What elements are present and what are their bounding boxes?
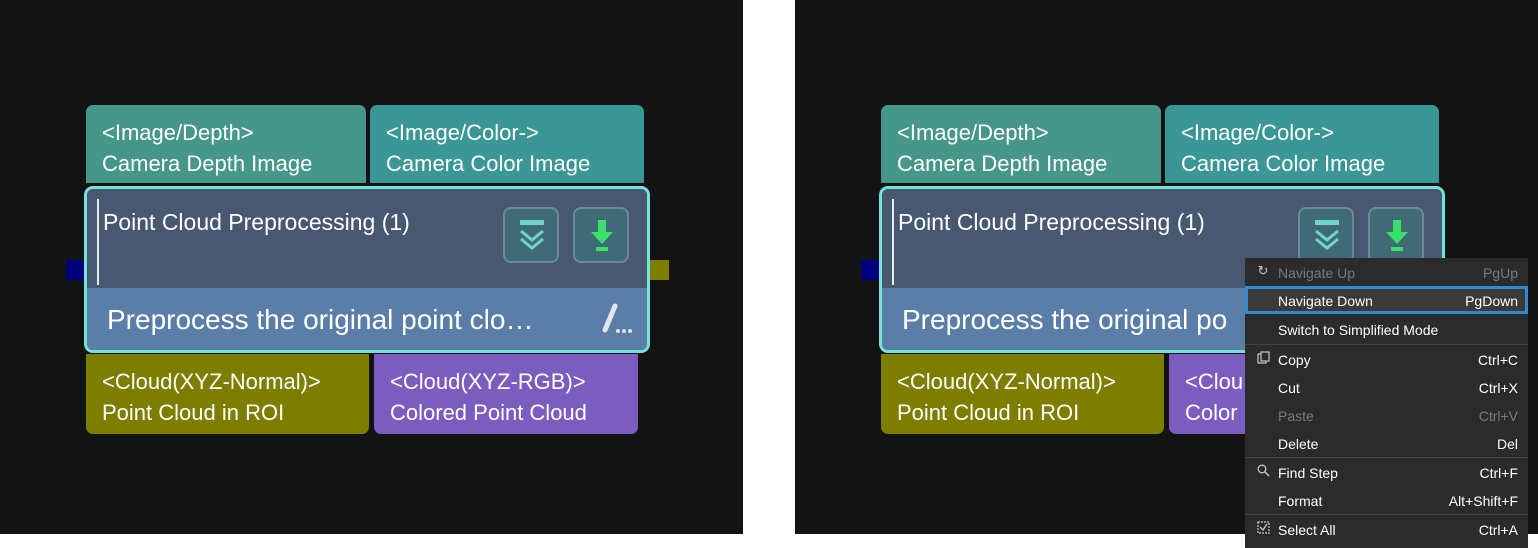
node-header: Point Cloud Preprocessing (1) [882,189,1442,288]
arrow-down-icon [591,220,613,251]
edit-icon[interactable] [599,302,633,336]
port-type-label: <Image/Depth> [102,120,254,145]
menu-separator [1245,514,1528,515]
node-description-text: Preprocess the original point clo… [107,304,534,335]
menu-item-shortcut: Ctrl+C [1477,352,1518,368]
menu-item-shortcut: Ctrl+F [1479,465,1519,481]
step-node-point-cloud-preprocessing[interactable]: Point Cloud Preprocessing (1) Preprocess… [84,186,650,353]
node-left-connector[interactable] [861,260,881,280]
menu-item-paste[interactable]: Paste Ctrl+V [1245,401,1528,429]
node-description-text: Preprocess the original po [902,304,1228,335]
port-type-label: <Image/Color-> [386,120,539,145]
port-type-label: <Cloud(XYZ-Normal)> [897,369,1116,394]
menu-item-label: Navigate Down [1278,293,1373,309]
menu-separator [1245,457,1528,458]
menu-item-navigate-down[interactable]: Navigate Down PgDown [1245,286,1528,314]
input-port-depth-image[interactable]: <Image/Depth> Camera Depth Image [881,105,1161,183]
port-name-label: Point Cloud in ROI [102,400,285,425]
menu-separator [1245,344,1528,345]
menu-item-shortcut: Ctrl+A [1478,522,1518,538]
port-name-label: Colored Point Cloud [390,400,587,425]
context-menu: ↻ Navigate Up PgUp Navigate Down PgDown … [1245,258,1528,548]
menu-item-label: Paste [1278,408,1314,424]
chevron-down-icon [520,220,544,250]
menu-item-shortcut: Alt+Shift+F [1448,493,1518,509]
menu-item-shortcut: Del [1496,436,1518,452]
menu-item-navigate-up[interactable]: ↻ Navigate Up PgUp [1245,258,1528,286]
run-step-button[interactable] [1368,207,1424,263]
arrow-down-icon [1386,220,1408,251]
port-name-label: Camera Depth Image [897,151,1108,176]
text-cursor [97,199,99,285]
menu-item-label: Select All [1278,522,1336,538]
node-left-connector[interactable] [66,260,86,280]
menu-item-format[interactable]: Format Alt+Shift+F [1245,486,1528,514]
graph-canvas-right[interactable]: <Image/Depth> Camera Depth Image <Image/… [795,0,1538,534]
menu-item-label: Copy [1278,352,1311,368]
select-all-icon [1256,521,1270,535]
output-port-colored-point-cloud[interactable]: <Cloud(XYZ-RGB)> Colored Point Cloud [374,354,638,434]
node-header: Point Cloud Preprocessing (1) [87,189,647,288]
port-type-label: <Image/Depth> [897,120,1049,145]
menu-item-label: Navigate Up [1278,265,1356,281]
node-description[interactable]: Preprocess the original point clo… [87,288,647,350]
text-cursor [892,199,894,285]
port-name-label: Point Cloud in ROI [897,400,1080,425]
menu-item-label: Switch to Simplified Mode [1278,322,1439,338]
collapse-button[interactable] [503,207,559,263]
menu-item-shortcut: PgUp [1482,265,1518,281]
node-title: Point Cloud Preprocessing (1) [103,209,410,235]
port-type-label: <Clou [1185,369,1244,394]
run-step-button[interactable] [573,207,629,263]
menu-item-label: Format [1278,493,1323,509]
port-type-label: <Cloud(XYZ-Normal)> [102,369,321,394]
menu-item-switch-simplified-mode[interactable]: Switch to Simplified Mode [1245,315,1528,343]
menu-item-shortcut: Ctrl+V [1478,408,1518,424]
input-port-color-image[interactable]: <Image/Color-> Camera Color Image [1165,105,1439,183]
menu-item-find-step[interactable]: Find Step Ctrl+F [1245,458,1528,486]
menu-item-copy[interactable]: Copy Ctrl+C [1245,345,1528,373]
menu-item-label: Cut [1278,380,1300,396]
menu-item-delete[interactable]: Delete Del [1245,429,1528,457]
port-name-label: Color [1185,400,1238,425]
menu-item-shortcut: PgDown [1465,293,1518,309]
input-port-color-image[interactable]: <Image/Color-> Camera Color Image [370,105,644,183]
graph-canvas-left[interactable]: <Image/Depth> Camera Depth Image <Image/… [0,0,743,534]
port-type-label: <Image/Color-> [1181,120,1334,145]
search-icon [1256,464,1270,478]
port-type-label: <Cloud(XYZ-RGB)> [390,369,586,394]
port-name-label: Camera Depth Image [102,151,313,176]
menu-item-cut[interactable]: Cut Ctrl+X [1245,373,1528,401]
step-node-point-cloud-preprocessing[interactable]: Point Cloud Preprocessing (1) Preprocess… [879,186,1445,353]
output-port-point-cloud-roi[interactable]: <Cloud(XYZ-Normal)> Point Cloud in ROI [881,354,1164,434]
port-name-label: Camera Color Image [386,151,591,176]
chevron-down-icon [1315,220,1339,250]
port-name-label: Camera Color Image [1181,151,1386,176]
node-right-connector[interactable] [649,260,669,280]
menu-item-shortcut: Ctrl+X [1478,380,1518,396]
output-port-point-cloud-roi[interactable]: <Cloud(XYZ-Normal)> Point Cloud in ROI [86,354,369,434]
menu-item-label: Delete [1278,436,1319,452]
navigate-up-icon: ↻ [1257,263,1269,278]
input-port-depth-image[interactable]: <Image/Depth> Camera Depth Image [86,105,366,183]
menu-item-label: Find Step [1278,465,1338,481]
menu-item-select-all[interactable]: Select All Ctrl+A [1245,515,1528,543]
copy-icon [1256,351,1270,365]
node-title: Point Cloud Preprocessing (1) [898,209,1205,235]
collapse-button[interactable] [1298,207,1354,263]
